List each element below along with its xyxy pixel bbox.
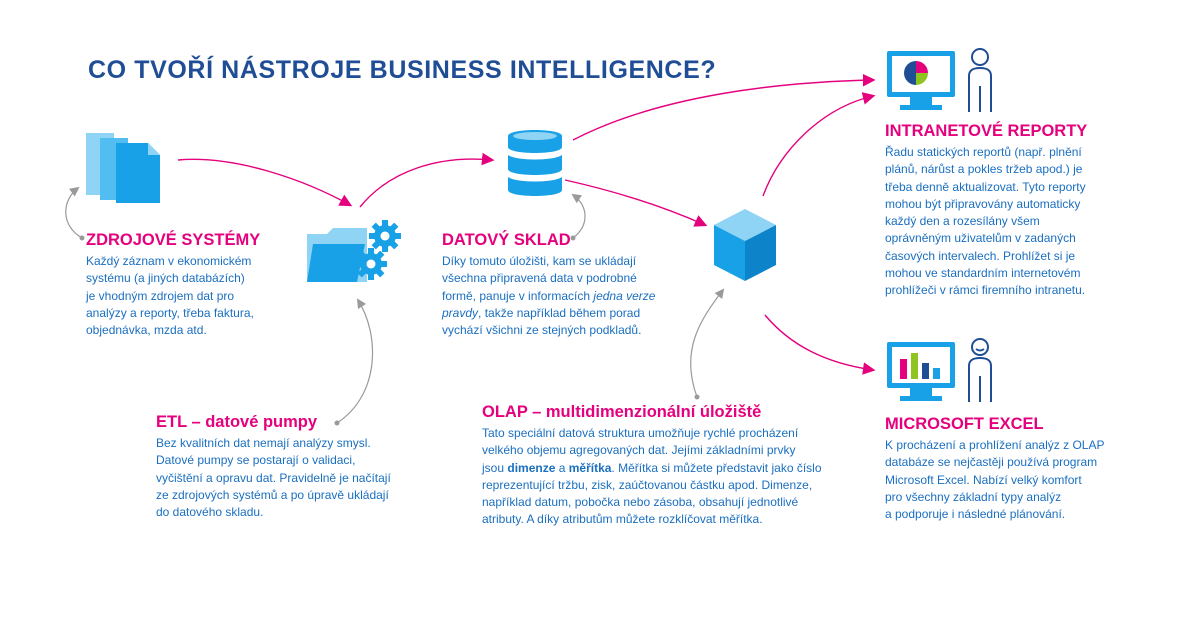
zdrojove-line: Každý záznam v ekonomickém <box>86 254 252 268</box>
olap-line: atributy. A díky atributům můžete rozklí… <box>482 512 763 527</box>
user-icon-excel <box>968 338 992 402</box>
olap-block: OLAP – multidimenzionální úložiště Tato … <box>482 403 822 529</box>
olap-text: a <box>555 460 569 475</box>
sklad-line: pravdy, takže například během porad <box>442 305 655 322</box>
etl-line: Bez kvalitních dat nemají analýzy smysl. <box>156 436 371 450</box>
etl-line: Datové pumpy se postarají o validaci, <box>156 453 356 468</box>
olap-line: velkého objemu agregovaných dat. Jejími … <box>482 443 796 458</box>
zdrojove-line: je vhodným zdrojem dat pro <box>86 288 235 303</box>
folder-gears-icon <box>307 220 401 282</box>
zdrojove-heading: ZDROJOVÉ SYSTÉMY <box>86 231 261 249</box>
sklad-emphasis: pravdy <box>442 305 479 320</box>
arrow-warehouse-to-intranet <box>572 73 876 141</box>
olap-term-dimenze: dimenze <box>507 460 556 475</box>
sklad-text: , takže například během porad <box>478 305 641 320</box>
olap-text: jsou <box>482 460 508 475</box>
excel-line: databáze se nejčastěji používá program <box>885 455 1098 470</box>
monitor-pie-chart-icon <box>887 51 955 110</box>
sklad-heading: DATOVÝ SKLAD <box>442 231 571 249</box>
database-icon <box>508 130 562 196</box>
olap-heading: OLAP – multidimenzionální úložiště <box>482 403 762 421</box>
callout-olap <box>690 288 725 398</box>
excel-line: a podporuje i následné plánování. <box>885 507 1066 522</box>
etl-line: vyčištění a opravu dat. Pravidelně je na… <box>156 470 391 485</box>
user-icon <box>968 48 992 112</box>
zdrojove-line: objednávka, mzda atd. <box>86 323 207 338</box>
sklad-emphasis: jedna verze <box>593 288 656 303</box>
monitor-bar-chart-icon <box>887 342 955 401</box>
olap-line: reprezentující tržbu, zisk, zaúčtovanou … <box>482 477 813 492</box>
cube-icon <box>714 209 776 281</box>
sklad-line: formě, panuje v informacích jedna verze <box>442 288 655 305</box>
zdrojove-line: analýzy a reporty, třeba faktura, <box>86 305 254 320</box>
olap-line: jsou dimenze a měřítka. Měřítka si můžet… <box>482 460 822 477</box>
excel-line: K procházení a prohlížení analýz z OLAP <box>885 438 1105 452</box>
arrow-etl-to-warehouse <box>359 152 495 208</box>
intranet-line: Řadu statických reportů (např. plnění <box>885 145 1082 159</box>
excel-line: pro všechny základní typy analýz <box>885 489 1062 504</box>
excel-block: MICROSOFT EXCEL K procházení a prohlížen… <box>885 415 1104 523</box>
sklad-text: formě, panuje v informacích <box>442 288 594 303</box>
callout-etl <box>336 298 374 424</box>
etl-heading: ETL – datové pumpy <box>156 413 318 431</box>
olap-term-meritka: měřítka <box>568 460 612 475</box>
zdrojove-line: systému (a jiných databázích) <box>86 271 245 286</box>
zdrojove-systemy-block: ZDROJOVÉ SYSTÉMY Každý záznam v ekonomic… <box>86 231 260 339</box>
etl-block: ETL – datové pumpy Bez kvalitních dat ne… <box>156 413 391 521</box>
sklad-line: všechna připravená data v podrobné <box>442 271 637 286</box>
olap-line: Tato speciální datová struktura umožňuje… <box>482 426 799 440</box>
arrow-cube-to-excel <box>764 314 876 375</box>
olap-line: například datum, pobočka nebo zásoba, ob… <box>482 495 799 510</box>
page-title: CO TVOŘÍ NÁSTROJE BUSINESS INTELLIGENCE? <box>88 56 717 84</box>
callout-zdrojove <box>65 186 83 239</box>
arrow-sources-to-etl <box>177 158 353 207</box>
etl-line: ze zdrojových systémů a po úpravě ukláda… <box>156 487 389 502</box>
sklad-line: Díky tomuto úložišti, kam se ukládají <box>442 254 637 268</box>
intranet-line: třeba denně aktualizovat. Tyto reporty <box>885 179 1086 194</box>
excel-line: Microsoft Excel. Nabízí velký komfort <box>885 472 1082 487</box>
intranet-block: INTRANETOVÉ REPORTY Řadu statických repo… <box>885 122 1087 300</box>
intranet-line: prohlížeči v rámci firemního intranetu. <box>885 283 1086 298</box>
intranet-line: plánů, nárůst a pokles tržeb apod.) je <box>885 162 1083 177</box>
intranet-line: každý den a rozesílány všem <box>885 214 1040 229</box>
olap-text: . Měřítka si můžete představit jako čísl… <box>611 460 822 475</box>
intranet-line: mohou ve standardním internetovém <box>885 266 1081 281</box>
sklad-line: vychází všichni ze stejných podkladů. <box>442 323 642 338</box>
callout-sklad <box>571 193 586 239</box>
etl-line: do datového skladu. <box>156 505 264 520</box>
document-stack-icon <box>86 133 160 203</box>
arrow-cube-to-intranet <box>762 92 876 197</box>
arrow-warehouse-to-cube <box>564 179 708 227</box>
intranet-line: oprávněným uživatelům v zadaných <box>885 231 1076 246</box>
intranet-heading: INTRANETOVÉ REPORTY <box>885 122 1088 140</box>
intranet-line: mohou být připravovány automaticky <box>885 196 1081 211</box>
datovy-sklad-block: DATOVÝ SKLAD Díky tomuto úložišti, kam s… <box>442 231 655 339</box>
intranet-line: časových intervalech. Prohlížet si je <box>885 248 1076 263</box>
excel-heading: MICROSOFT EXCEL <box>885 415 1044 433</box>
